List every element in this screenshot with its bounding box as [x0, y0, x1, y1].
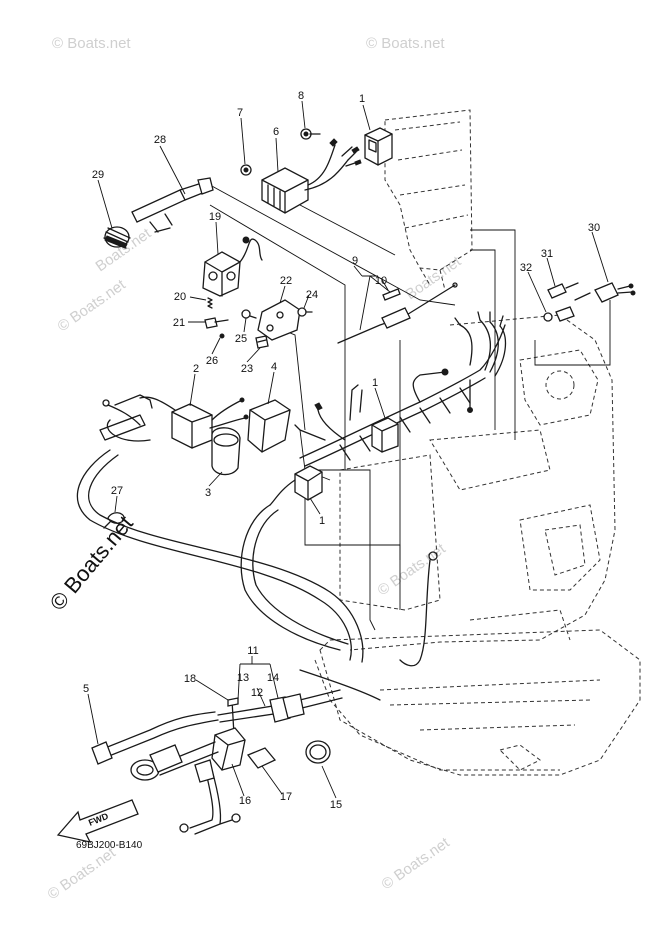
callout-12: 12: [251, 687, 263, 699]
part-17-plate: [246, 747, 277, 769]
part-27-clip: [103, 512, 125, 529]
part-31-terminal: [547, 282, 579, 299]
callout-16: 16: [239, 795, 251, 807]
part-8-bolt: [300, 128, 321, 140]
part-1-clamp-mid: [371, 417, 399, 453]
callout-2: 2: [193, 363, 199, 375]
callout-9: 9: [352, 255, 358, 267]
callout-5: 5: [83, 683, 89, 695]
part-1-clamp-top: [364, 127, 393, 166]
callout-27: 27: [111, 485, 123, 497]
part-1-clamp-low: [294, 465, 323, 501]
callout-23: 23: [241, 363, 253, 375]
callout-6: 6: [273, 126, 279, 138]
fwd-arrow: FWD: [56, 799, 139, 843]
callout-21: 21: [173, 317, 185, 329]
part-24-screw: [297, 307, 313, 317]
watermark-left-2: © Boats.net: [55, 276, 130, 335]
part-26-clip: [219, 333, 225, 339]
part-5-cable-end: [91, 711, 219, 765]
part-4-cover: [247, 399, 291, 453]
diagram-code: 69BJ200-B140: [76, 840, 143, 851]
part-25-screw: [241, 309, 257, 319]
callout-18: 18: [184, 673, 196, 685]
part-20-spring: [207, 297, 213, 309]
callout-leaders: [87, 100, 609, 799]
callout-10: 10: [375, 275, 387, 287]
part-32-cap: [543, 306, 575, 322]
part-29-spring: [103, 226, 131, 249]
callout-26: 26: [206, 355, 218, 367]
callout-31: 31: [541, 248, 553, 260]
engine-block-outline: [314, 109, 641, 776]
part-11-grommet-set: [217, 689, 343, 723]
callout-14: 14: [267, 672, 279, 684]
part-9-lead-wire: [337, 282, 458, 344]
callout-labels: 1 1 1 2 3 4 5 6 7 8 9 10 11 12 13 14 15 …: [83, 90, 600, 811]
main-wire-harness: [294, 311, 507, 467]
watermark-top-right: © Boats.net: [366, 35, 445, 52]
part-19-switch: [202, 236, 263, 297]
watermark-bottom-right: © Boats.net: [379, 834, 454, 893]
callout-1-top: 1: [359, 93, 365, 105]
part-21-pin: [204, 317, 229, 329]
callout-17: 17: [280, 791, 292, 803]
part-22-bracket: [257, 299, 301, 341]
part-6-rectifier: [261, 138, 362, 214]
callout-22: 22: [280, 275, 292, 287]
connector-plug: [130, 741, 219, 781]
callout-8: 8: [298, 90, 304, 102]
part-3-holder: [211, 427, 241, 476]
callout-1-low: 1: [319, 515, 325, 527]
callout-28: 28: [154, 134, 166, 146]
callout-20: 20: [174, 291, 186, 303]
ground-cable: [179, 759, 241, 835]
callout-4: 4: [271, 361, 277, 373]
callout-19: 19: [209, 211, 221, 223]
callout-3: 3: [205, 487, 211, 499]
watermark-top-left: © Boats.net: [52, 35, 131, 52]
callout-24: 24: [306, 289, 318, 301]
part-30-connector: [574, 282, 636, 303]
callout-7: 7: [237, 107, 243, 119]
callout-11: 11: [247, 645, 258, 657]
callout-15: 15: [330, 799, 342, 811]
part-16-clamp: [211, 727, 246, 771]
callout-30: 30: [588, 222, 600, 234]
callout-32: 32: [520, 262, 532, 274]
watermarks: © Boats.net © Boats.net Boats.net Boats.…: [45, 35, 465, 903]
part-7-bolt: [240, 164, 252, 176]
part-10-sleeve: [382, 288, 401, 301]
cables: [76, 394, 438, 701]
part-15-plug: [305, 740, 331, 764]
watermark-bottom-left: © Boats.net: [45, 844, 120, 903]
part-23-nut: [255, 335, 269, 349]
part-28-tube: [131, 177, 214, 233]
callout-1-mid: 1: [372, 377, 378, 389]
callout-13: 13: [237, 672, 249, 684]
callout-25: 25: [235, 333, 247, 345]
callout-29: 29: [92, 169, 104, 181]
